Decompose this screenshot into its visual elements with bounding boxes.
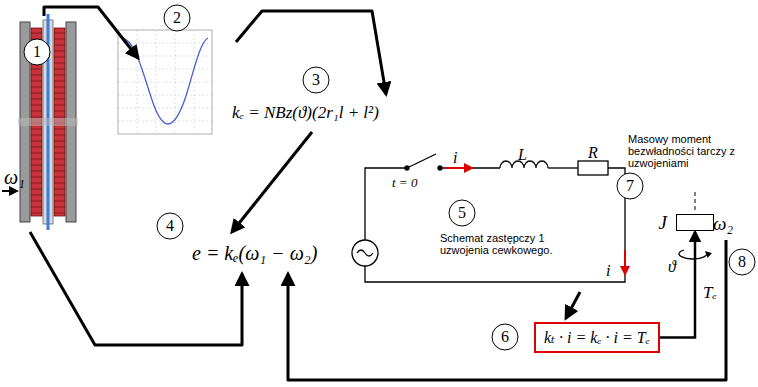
inertia-box: J [676,214,714,231]
callout-number: 5 [448,199,476,227]
callout-number: 4 [156,212,184,240]
callout-number: 7 [616,172,644,200]
waveform-plot [118,30,212,134]
callout-number: 1 [23,38,51,66]
equation-text: kₜ · i = kₑ · i = Tₑ [544,329,650,346]
formula-label: ω₁ [4,166,25,188]
disk-illustration [18,14,78,230]
current-arrow [446,167,472,169]
formula-label: kₑ = NBz(ϑ)(2r₁l + l²) [232,104,379,123]
callout-text: 1 [23,38,51,66]
formula-label: Tₑ [703,284,717,303]
formula-label: ω₂ [713,214,733,235]
rotation-axis [695,192,696,212]
callout-number: 6 [491,323,519,351]
flow-arrows [30,7,726,380]
formula-label: t = 0 [392,176,417,190]
torque-arrow [660,232,695,338]
callout-text: 3 [302,66,330,94]
callout-text: 5 [448,199,476,227]
callout-number: 3 [302,66,330,94]
equivalent-circuit [352,154,625,282]
rotation-arrow [679,250,707,259]
equation-box: kₜ · i = kₑ · i = Tₑ [534,322,660,353]
formula-label: L [518,146,527,164]
callout-number: 8 [728,248,756,276]
inertia-symbol: J [659,212,667,234]
current-arrow [624,250,626,274]
formula-label: i [453,149,457,167]
callout-text: 8 [728,248,756,276]
callout-text: 4 [156,212,184,240]
formula-label: ϑ [668,258,676,276]
callout-text: 2 [163,4,191,32]
formula-label: i [606,262,610,280]
input-arrow [2,190,17,192]
callout-text: 6 [491,323,519,351]
note-text: Schemat zastępczy 1 uzwojenia cewkowego. [440,232,570,256]
callout-number: 2 [163,4,191,32]
callout-text: 7 [616,172,644,200]
note-text: Masowy moment bezwładności tarczy z uzwo… [628,133,752,169]
formula-label: e = kₑ(ω₁ − ω₂) [192,242,317,264]
formula-label: R [588,144,598,162]
